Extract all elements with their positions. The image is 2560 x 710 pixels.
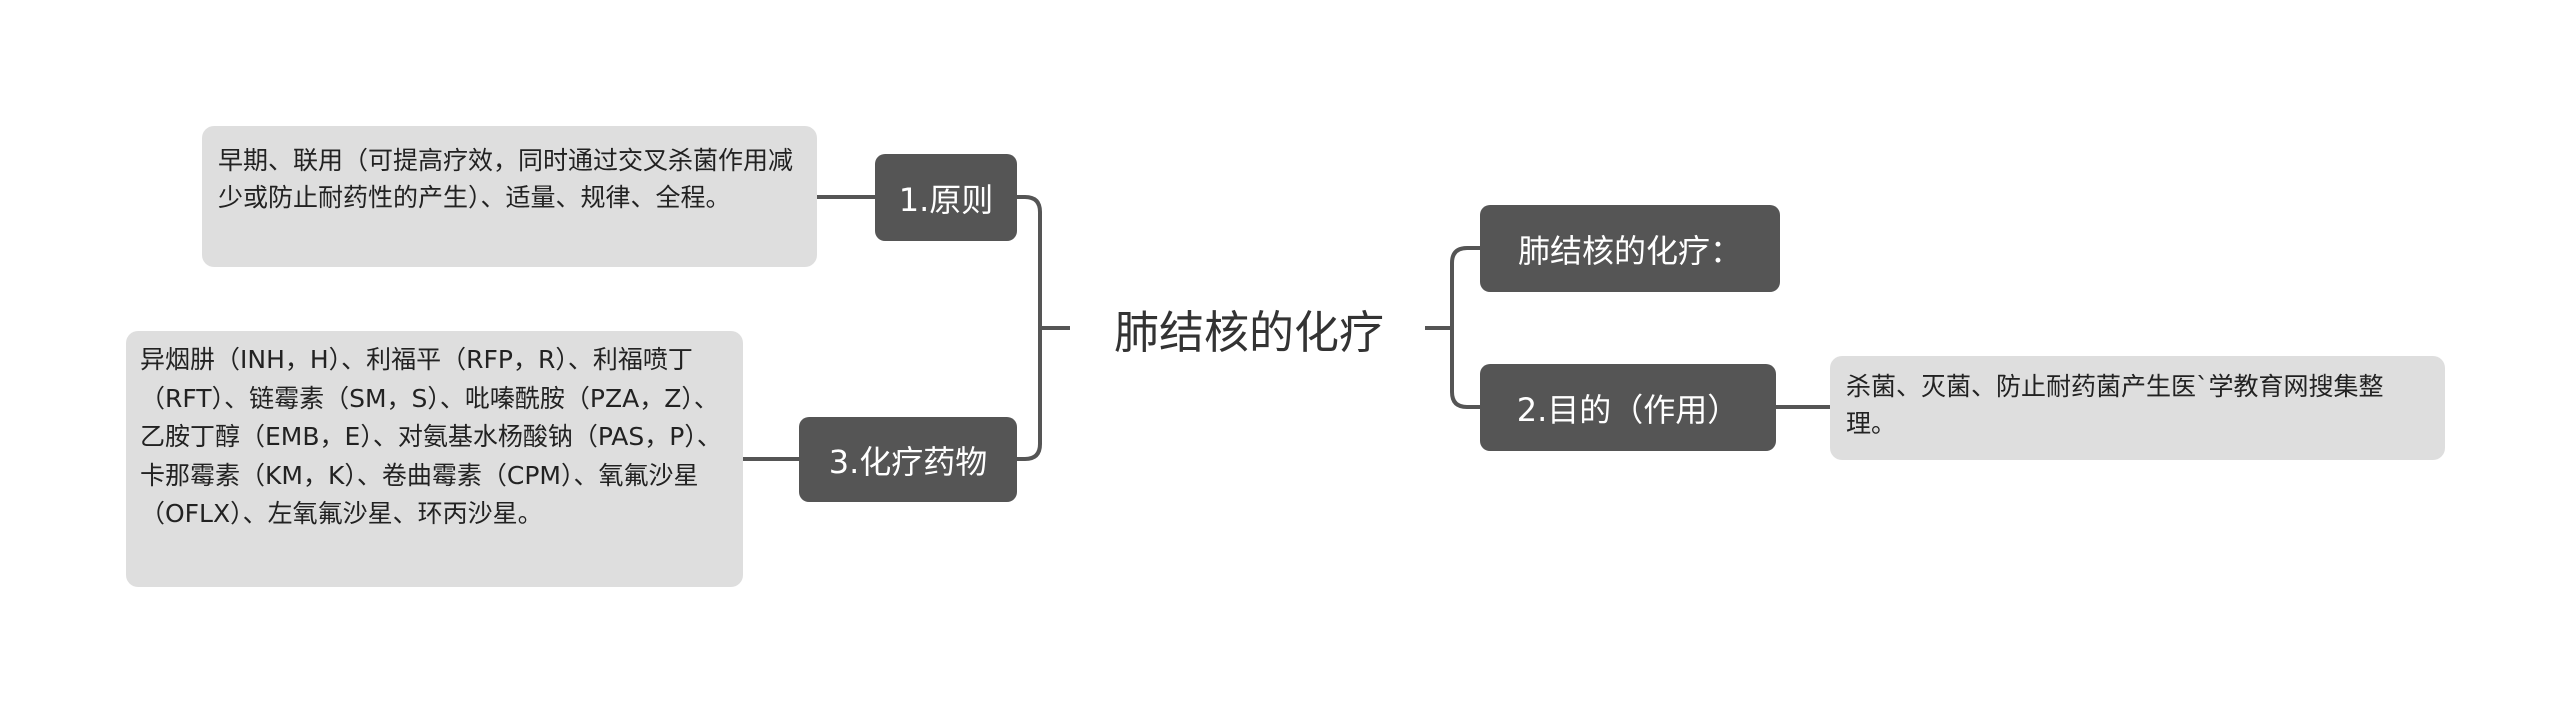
branch-drugs[interactable]: 3.化疗药物	[799, 417, 1017, 502]
connector-right-bracket	[1450, 246, 1480, 409]
drugs-detail[interactable]: 异烟肼（INH，H）、利福平（RFP，R）、利福喷丁（RFT）、链霉素（SM，S…	[126, 331, 743, 587]
principle-detail[interactable]: 早期、联用（可提高疗效，同时通过交叉杀菌作用减少或防止耐药性的产生）、适量、规律…	[202, 126, 817, 267]
connector-left-bracket	[1017, 195, 1042, 461]
branch-chemo-heading[interactable]: 肺结核的化疗：	[1480, 205, 1780, 292]
root-topic[interactable]: 肺结核的化疗	[1113, 305, 1384, 359]
purpose-detail[interactable]: 杀菌、灭菌、防止耐药菌产生医`学教育网搜集整理。	[1830, 356, 2445, 460]
branch-principle[interactable]: 1.原则	[875, 154, 1017, 241]
branch-purpose[interactable]: 2.目的（作用）	[1480, 364, 1776, 451]
